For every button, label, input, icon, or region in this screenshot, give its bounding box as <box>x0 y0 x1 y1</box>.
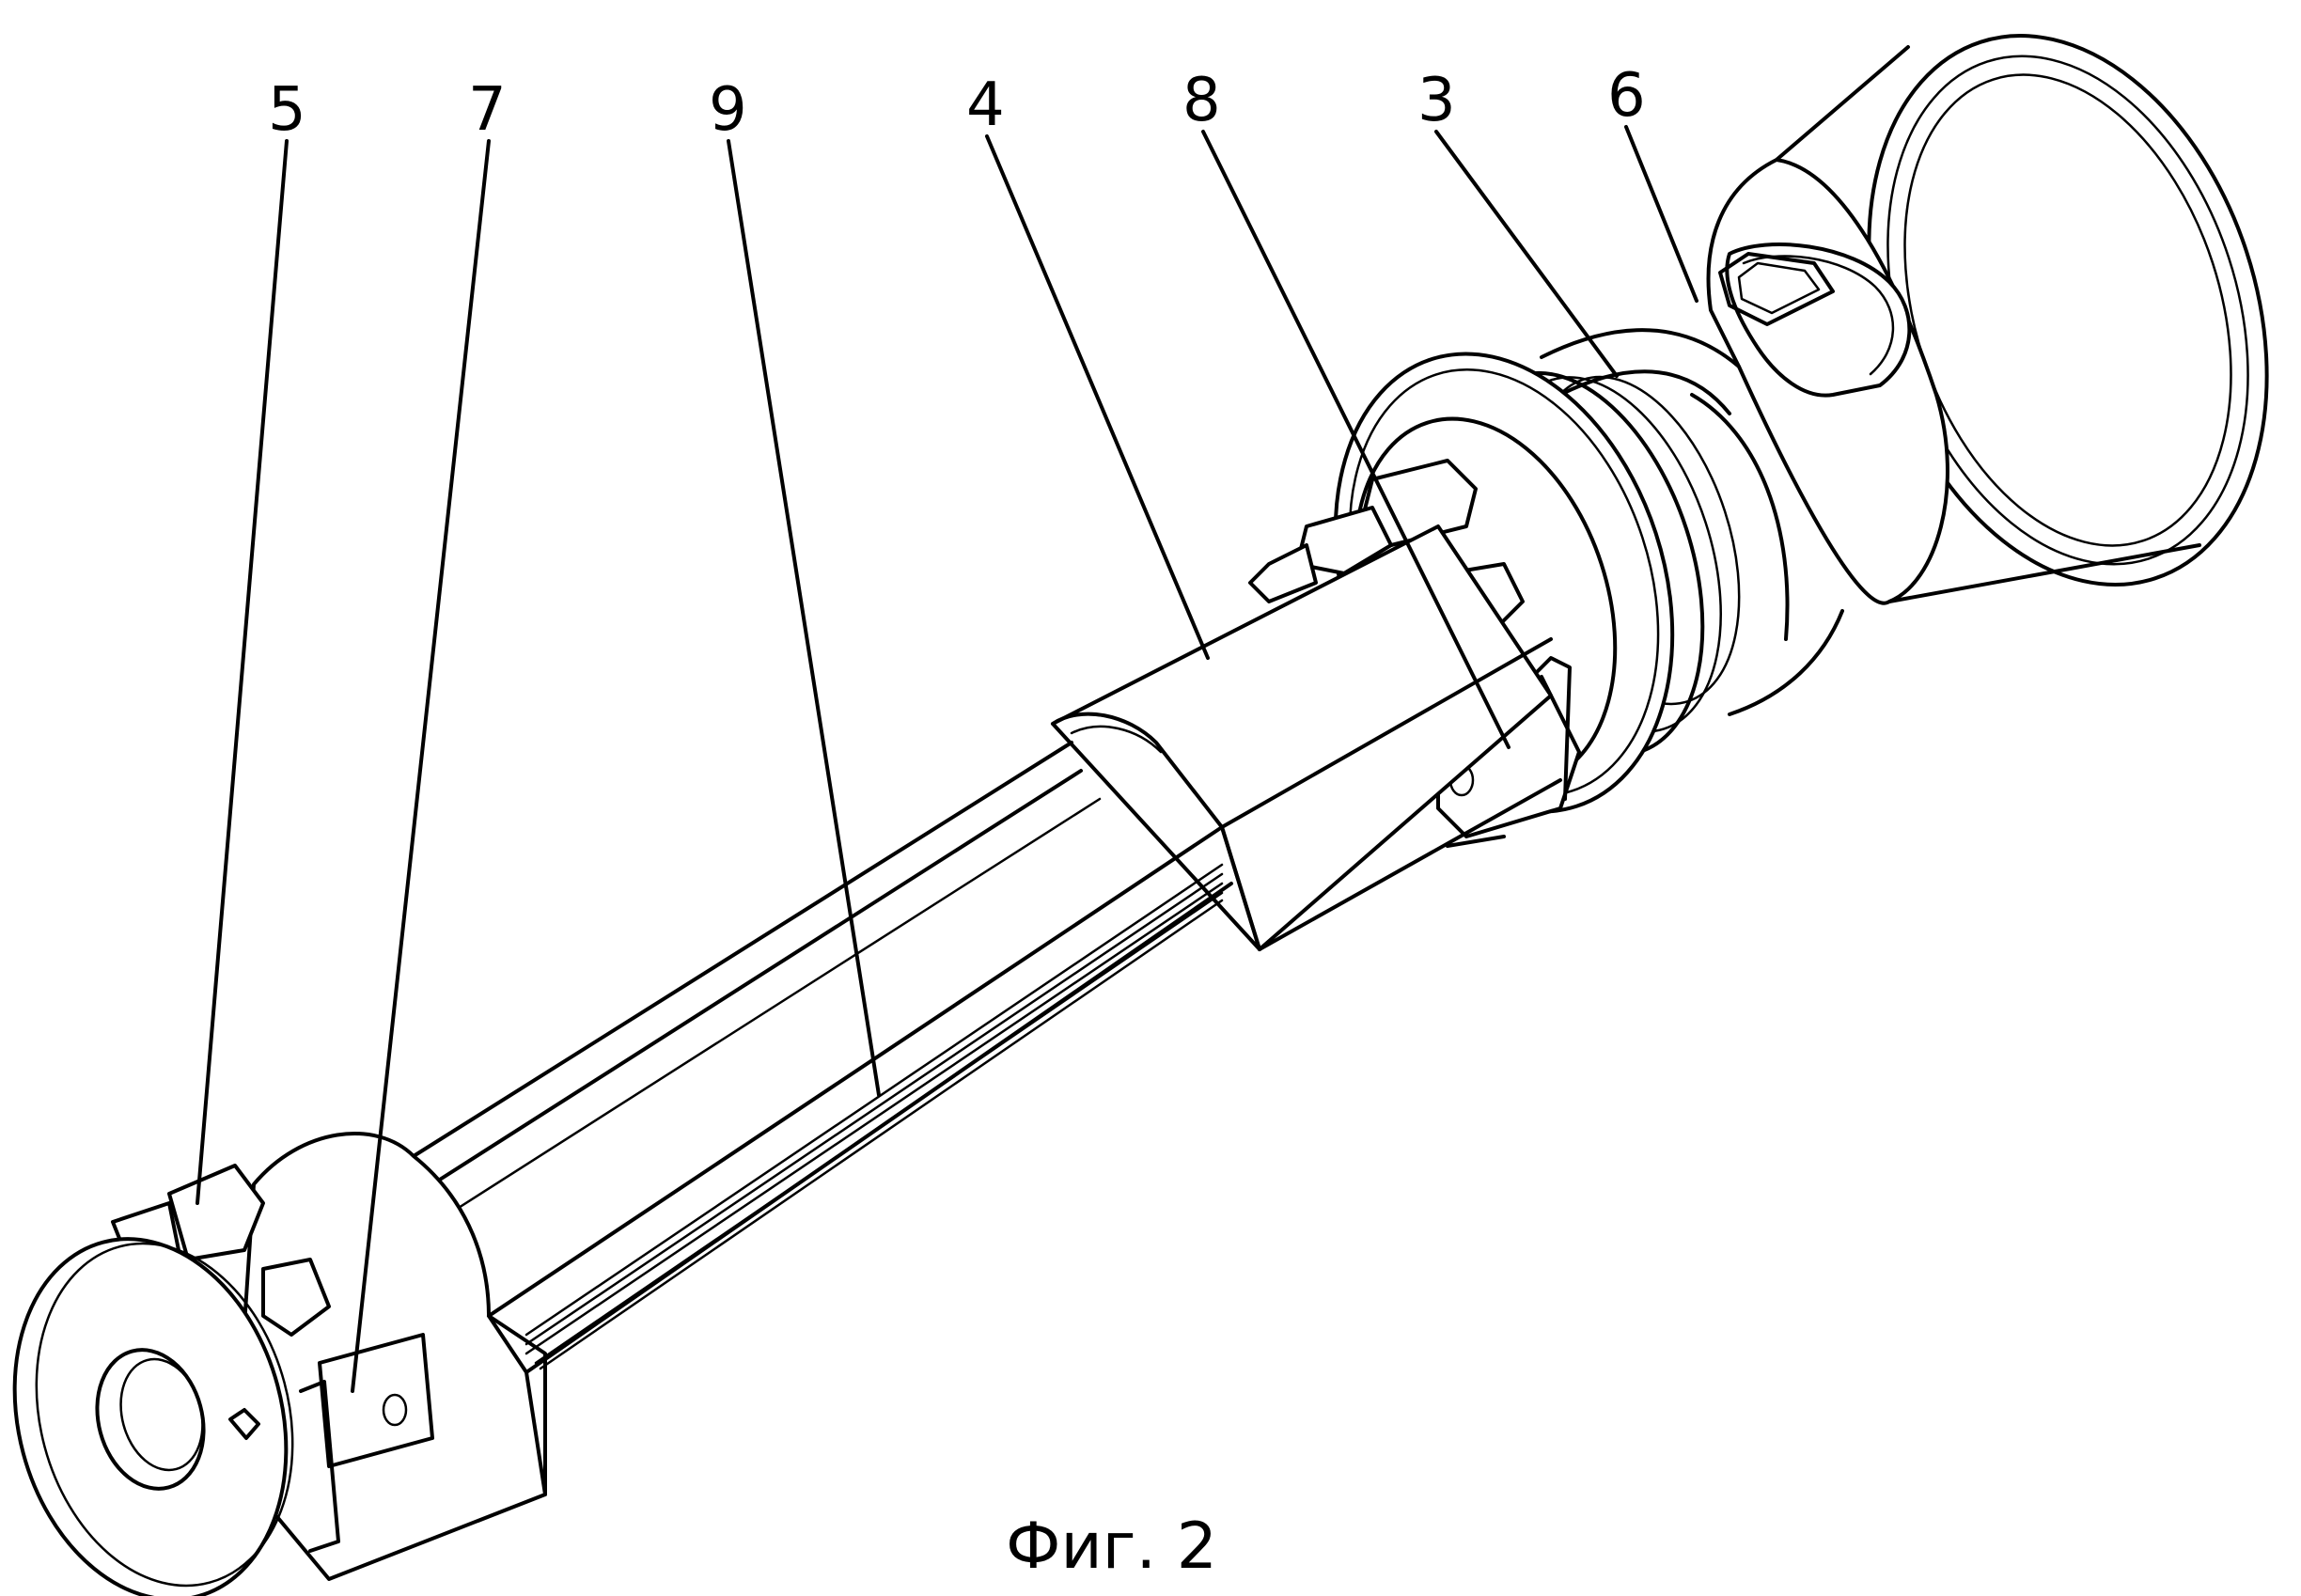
left-sleeve <box>233 1132 547 1581</box>
label-5: 5 <box>268 75 306 145</box>
label-3: 3 <box>1417 66 1456 135</box>
label-8: 8 <box>1182 66 1221 135</box>
label-6: 6 <box>1607 61 1646 131</box>
rod-body <box>412 741 1233 1374</box>
button-6 <box>1718 243 1912 398</box>
sleeve-4 <box>1051 524 1562 951</box>
left-end-disc <box>12 1237 294 1596</box>
label-9: 9 <box>709 75 747 145</box>
figure-caption: Фиг. 2 <box>1006 1510 1217 1584</box>
left-clamp-5 <box>111 1164 331 1337</box>
leader-lines <box>196 125 1698 1393</box>
label-7: 7 <box>468 75 507 145</box>
label-4: 4 <box>966 70 1005 140</box>
